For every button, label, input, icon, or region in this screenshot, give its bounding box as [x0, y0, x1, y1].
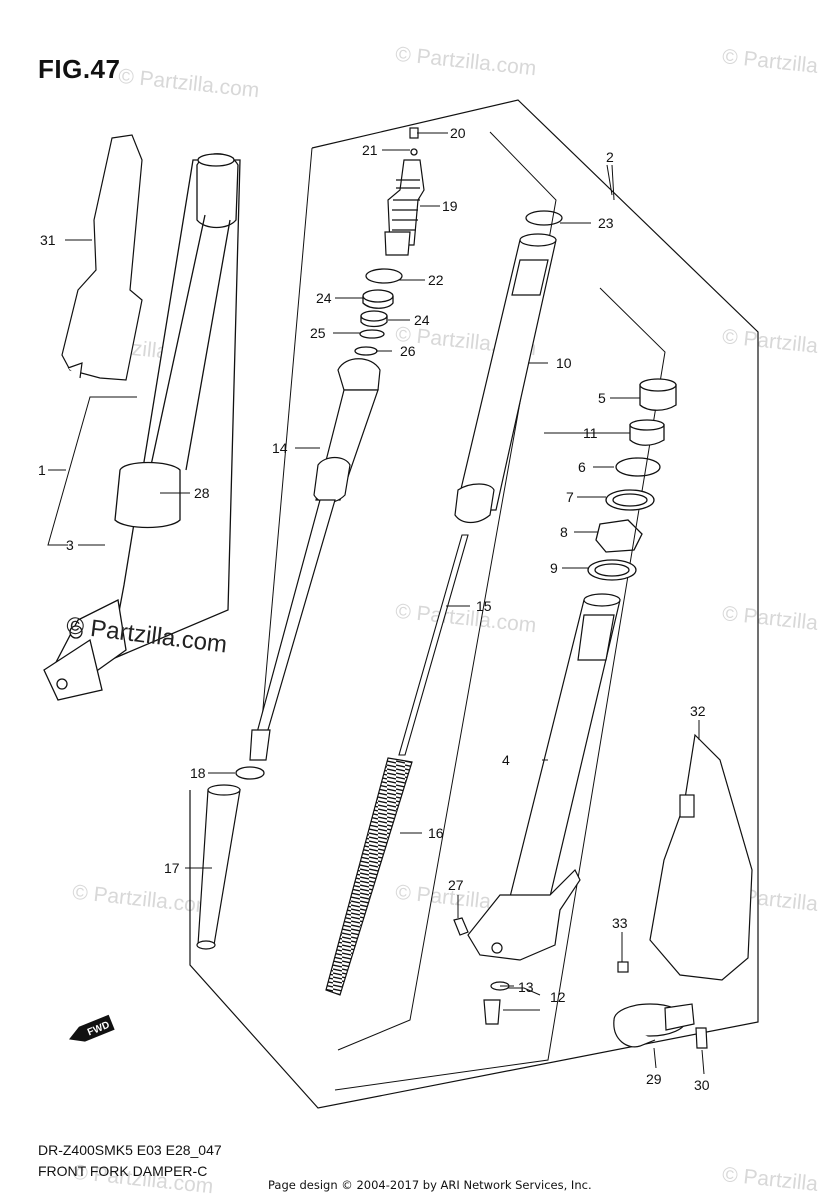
rings-21-26	[354, 148, 418, 356]
callout-15: 15	[476, 598, 492, 614]
forward-direction-arrow: FWD	[68, 1014, 115, 1042]
callout-31: 31	[40, 232, 56, 248]
callout-18: 18	[190, 765, 206, 781]
callout-9: 9	[550, 560, 558, 576]
outer-tube-4	[467, 593, 621, 961]
left-bracket-part-1	[47, 396, 137, 546]
cylinder-14	[249, 358, 381, 761]
callout-7: 7	[566, 489, 574, 505]
figure-code: DR-Z400SMK5 E03 E28_047	[38, 1142, 222, 1158]
callout-29: 29	[646, 1071, 662, 1087]
callout-6: 6	[578, 459, 586, 475]
bolt-33	[617, 961, 629, 973]
assembly-outline-2	[189, 99, 759, 1109]
callout-23: 23	[598, 215, 614, 231]
callout-21: 21	[362, 142, 378, 158]
callout-10: 10	[556, 355, 572, 371]
spring-16	[325, 757, 413, 996]
callout-24-lower: 24	[414, 312, 430, 328]
callout-12: 12	[550, 989, 566, 1005]
callout-8: 8	[560, 524, 568, 540]
callout-26: 26	[400, 343, 416, 359]
callout-20: 20	[450, 125, 466, 141]
figure-title: FIG.47	[38, 54, 121, 84]
damper-rod-19	[384, 159, 425, 256]
drain-plug-12	[483, 981, 510, 1025]
callout-17: 17	[164, 860, 180, 876]
bolt-20	[409, 127, 419, 139]
seals-5-9	[587, 378, 677, 581]
fork-guard-32	[649, 733, 753, 981]
callout-leader-lines	[65, 132, 705, 1075]
callout-13: 13	[518, 979, 534, 995]
spring-guide-17	[196, 784, 241, 950]
design-credit: Page design © 2004-2017 by ARI Network S…	[268, 1178, 592, 1192]
callout-19: 19	[442, 198, 458, 214]
bolt-27	[453, 917, 469, 936]
callout-16: 16	[428, 825, 444, 841]
callout-25: 25	[310, 325, 326, 341]
callout-numbers: 1 2 3 4 5 6 7 8 9 10 11 12 13 14 15 16 1…	[38, 125, 710, 1093]
callout-14: 14	[272, 440, 288, 456]
ring-23	[525, 210, 563, 226]
callout-28: 28	[194, 485, 210, 501]
callout-5: 5	[598, 390, 606, 406]
ring-18	[235, 766, 265, 780]
callout-27: 27	[448, 877, 464, 893]
callout-22: 22	[428, 272, 444, 288]
callout-11: 11	[583, 425, 598, 441]
inner-tube-10	[454, 233, 557, 524]
callout-32: 32	[690, 703, 706, 719]
rod-15	[398, 534, 469, 756]
callout-1: 1	[38, 462, 46, 478]
callout-30: 30	[694, 1077, 710, 1093]
figure-name: FRONT FORK DAMPER-C	[38, 1163, 208, 1179]
callout-2: 2	[606, 149, 614, 165]
clamp-29	[613, 1003, 695, 1048]
callout-24-upper: 24	[316, 290, 332, 306]
callout-33: 33	[612, 915, 628, 931]
inner-group-outline	[261, 131, 666, 1091]
bolt-30	[695, 1027, 708, 1049]
callout-3: 3	[66, 537, 74, 553]
outer-tube-left	[43, 153, 241, 701]
callout-4: 4	[502, 752, 510, 768]
fork-guard-31	[61, 134, 143, 381]
